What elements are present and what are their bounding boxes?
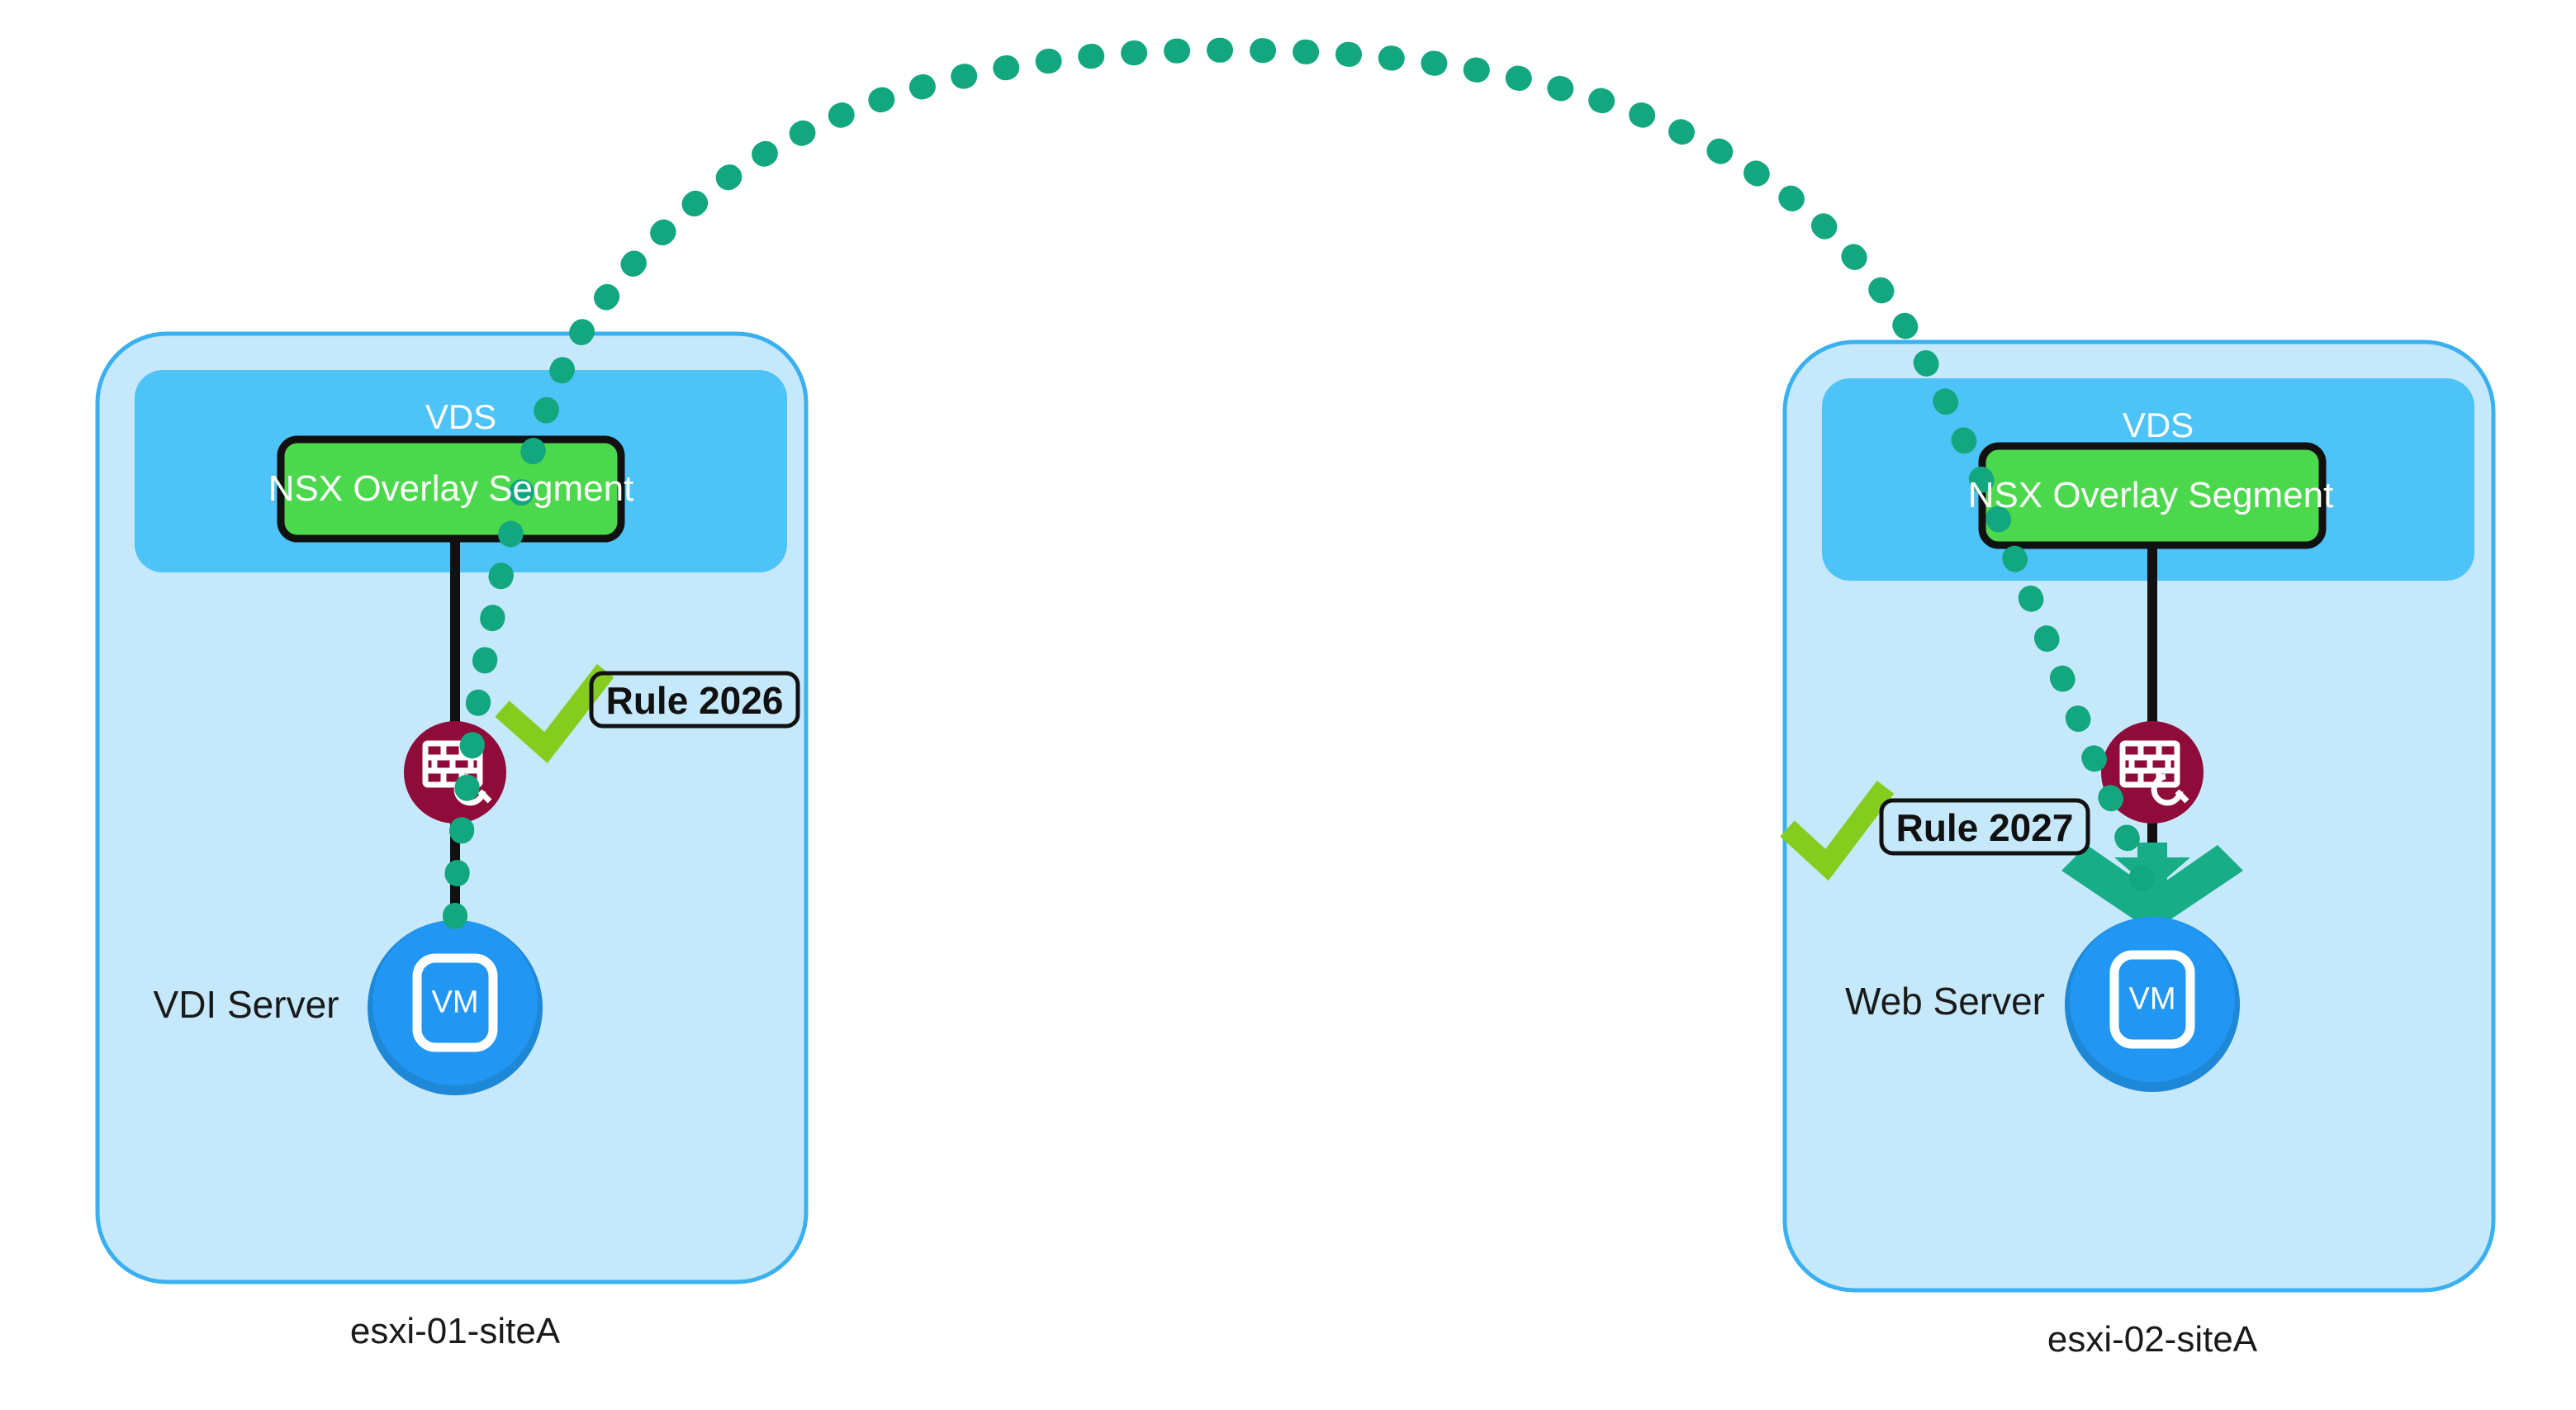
vm-node-right[interactable] [2070,917,2235,1082]
rule-box-right[interactable] [1879,798,2090,856]
rule-box-left[interactable] [589,671,800,729]
vm-node-left[interactable] [372,920,538,1085]
vm-label-right: VM [2128,981,2176,1017]
server-label-right: Web Server [1844,980,2046,1023]
nsx-overlay-segment-label-left: NSX Overlay Segment [268,468,634,509]
host-name-right: esxi-02-siteA [2047,1319,2258,1360]
traffic-flow-path [443,37,2160,929]
server-label-left: VDI Server [153,983,339,1026]
green-check-icon-right [1780,781,1895,881]
host-name-left: esxi-01-siteA [349,1311,561,1351]
rule-label-right: Rule 2027 [1895,806,2074,849]
firewall-brick-icon [2119,740,2189,806]
rule-label-left: Rule 2026 [605,679,784,722]
vds-label-right: VDS [2122,406,2194,444]
vm-label-left: VM [431,985,479,1020]
vds-label-left: VDS [425,397,497,436]
nsx-overlay-segment-label-right: NSX Overlay Segment [1967,475,2334,515]
vm-inner-square-right [2109,950,2195,1049]
vm-inner-square-left [412,953,498,1052]
green-check-icon-left [495,664,614,763]
